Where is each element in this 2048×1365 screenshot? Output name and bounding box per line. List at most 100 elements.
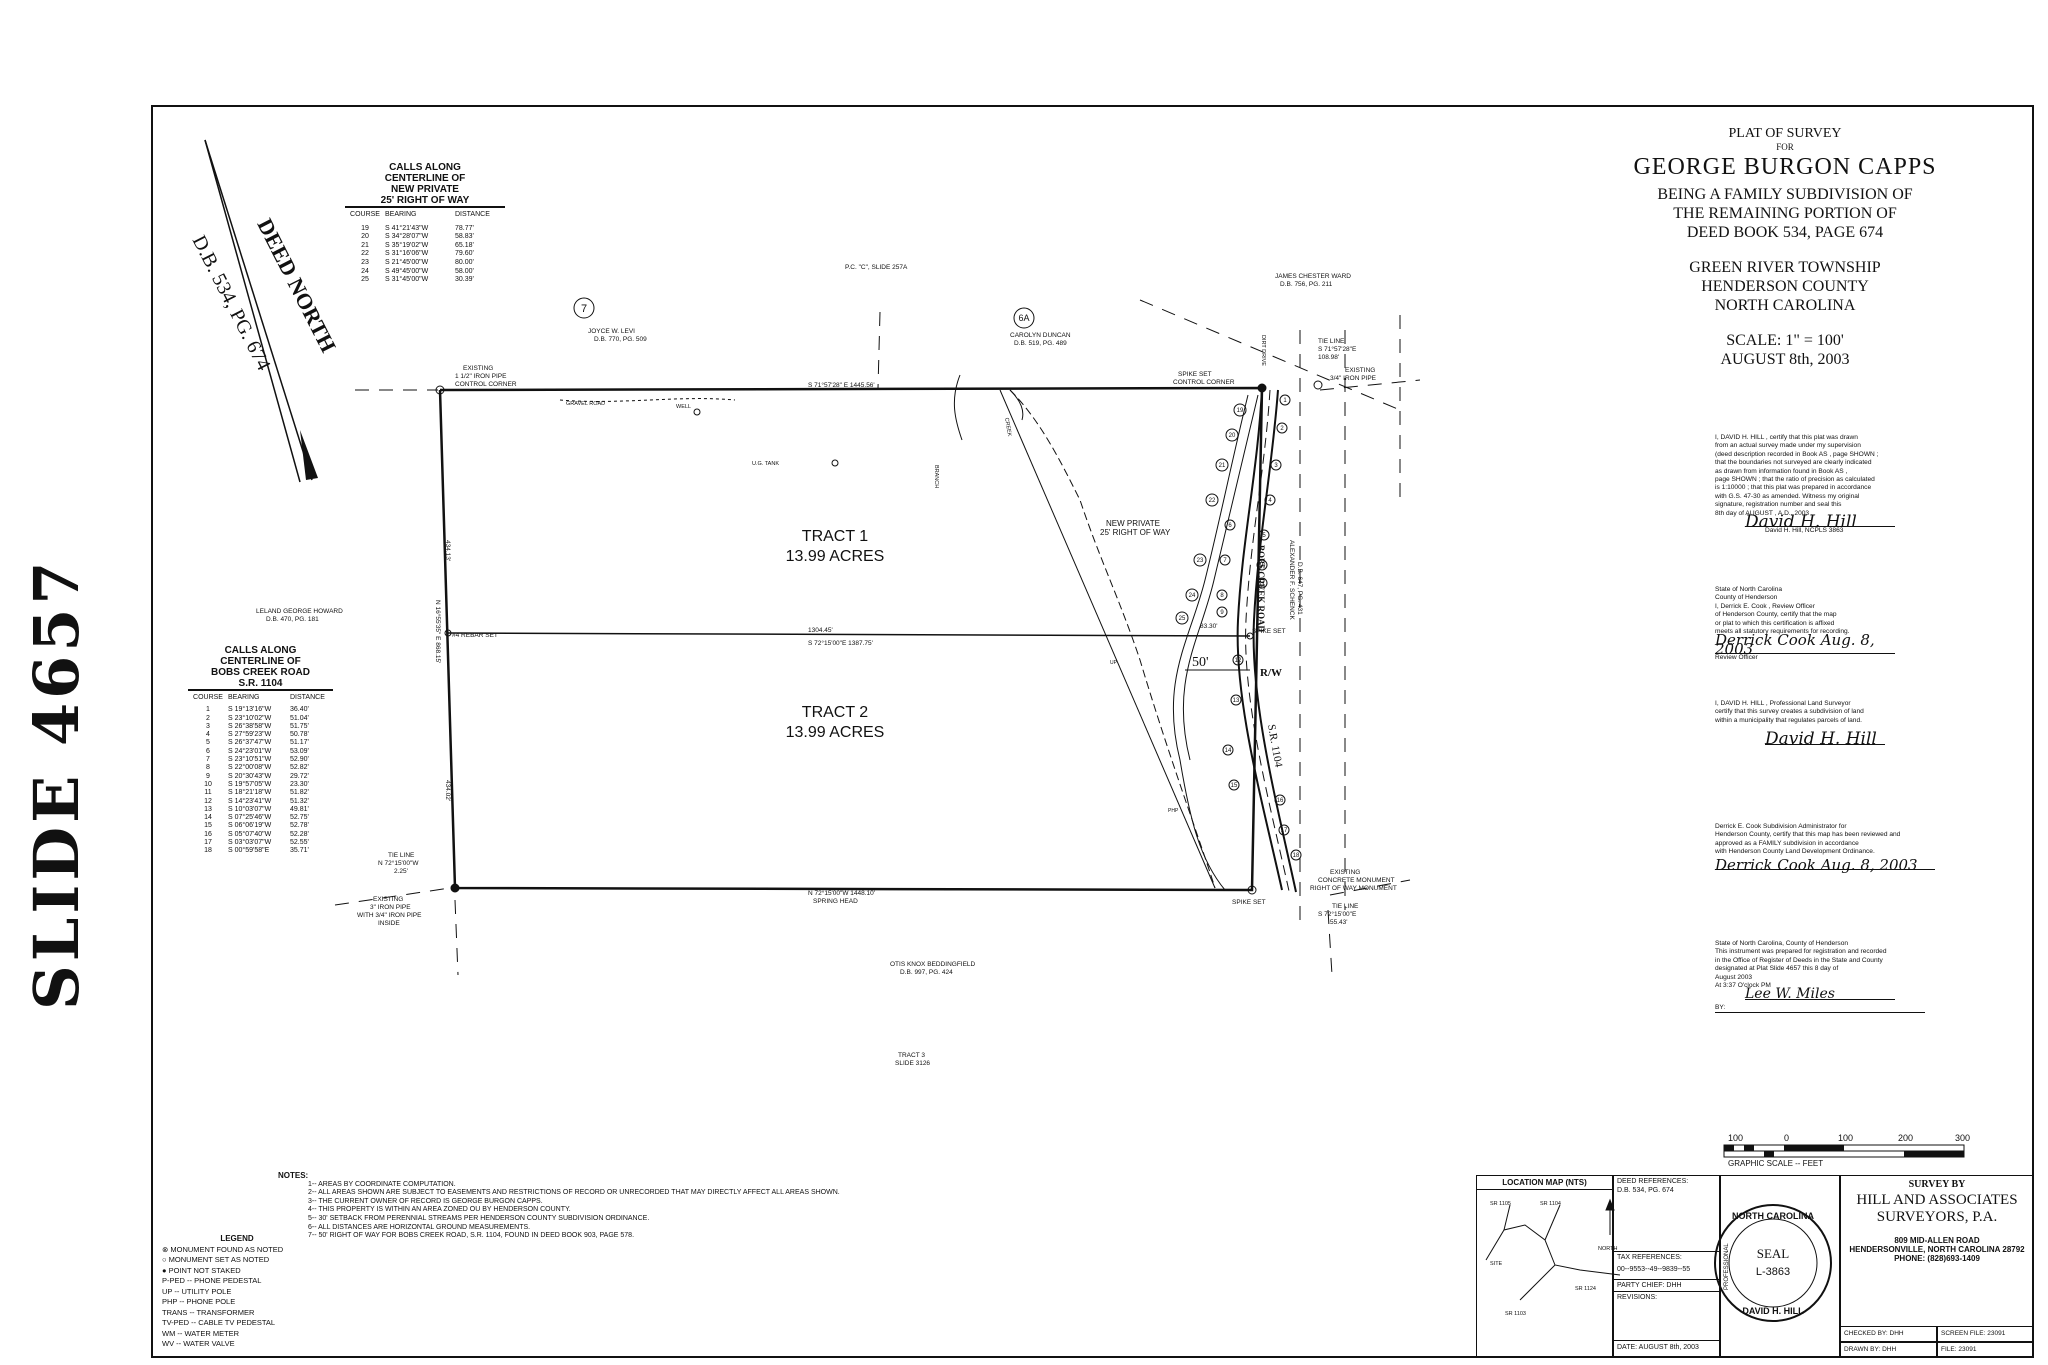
svg-text:3/4" IRON PIPE: 3/4" IRON PIPE [1330,375,1377,382]
lot-6a-marker [1013,307,1035,329]
svg-text:300: 300 [1955,1133,1970,1143]
svg-text:EXISTING: EXISTING [1345,367,1375,374]
svg-text:8: 8 [1220,593,1224,599]
rw-label: R/W [1260,667,1282,679]
cert1-caption: David H. Hill, NCPLS 3863 [1765,527,1844,535]
party-chief: PARTY CHIEF: DHH [1614,1279,1719,1291]
note-item: 5-- 30' SETBACK FROM PERENNIAL STREAMS P… [308,1214,650,1222]
cert4-line: Derrick E. Cook Subdivision Administrato… [1715,823,1847,830]
calls-bobs-title-3: BOBS CREEK ROAD [211,667,310,678]
note-item: 6-- ALL DISTANCES ARE HORIZONTAL GROUND … [308,1223,531,1231]
fifty-label: 50' [1192,655,1209,670]
alexander-line2: D.B. 647, PG. 431 [1296,562,1303,615]
tract-boundaries [438,386,1264,892]
svg-text:14: 14 [1225,748,1232,754]
svg-text:20: 20 [1229,433,1236,439]
svg-text:18: 18 [1293,853,1300,859]
surveyor-box: SURVEY BY HILL AND ASSOCIATES SURVEYORS,… [1840,1175,2034,1358]
phone: PHONE: (828)693-1409 [1894,1254,1980,1263]
svg-text:2.25': 2.25' [394,868,408,875]
cert2-line: or plat to which this certification is a… [1715,619,1835,627]
legend-item: ⊗ MONUMENT FOUND AS NOTED [162,1244,284,1254]
svg-text:TRACT 3: TRACT 3 [898,1052,925,1059]
svg-text:SPIKE SET: SPIKE SET [1232,899,1266,906]
calls-bobs-table: CALLS ALONG CENTERLINE OF BOBS CREEK ROA… [188,645,333,856]
svg-text:WELL: WELL [676,404,691,410]
calls-private-table: CALLS ALONG CENTERLINE OF NEW PRIVATE 25… [345,162,505,285]
svg-text:L-3863: L-3863 [1756,1266,1790,1278]
svg-text:SLIDE 3126: SLIDE 3126 [895,1060,930,1067]
svg-text:23: 23 [1197,558,1204,564]
svg-text:13: 13 [1233,698,1240,704]
svg-text:CONTROL CORNER: CONTROL CORNER [1173,379,1235,386]
map-annotations: P.C. "C", SLIDE 257A JOYCE W. LEVI D.B. … [256,264,1397,1067]
svg-text:TIE LINE: TIE LINE [388,852,415,859]
cert3-line: I, DAVID H. HILL , Professional Land Sur… [1715,700,1851,707]
svg-text:3" IRON PIPE: 3" IRON PIPE [370,904,411,911]
calls-bobs-title-1: CALLS ALONG [224,645,297,656]
plat-of-survey: PLAT OF SURVEY [1728,126,1842,141]
west-bottom-dist: 434.02' [444,780,451,801]
svg-text:D.B. 519, PG. 489: D.B. 519, PG. 489 [1014,340,1067,347]
svg-text:P.C. "C", SLIDE 257A: P.C. "C", SLIDE 257A [845,264,908,271]
subdivision-certificate: I, DAVID H. HILL , Professional Land Sur… [1715,700,1955,748]
notes: NOTES: 1-- AREAS BY COORDINATE COMPUTATI… [278,1171,878,1241]
svg-text:7: 7 [1223,558,1227,564]
calls-private-title-1: CALLS ALONG [389,162,461,173]
cert1-line: with G.S. 47-30 as amended. Witness my o… [1715,492,1860,500]
svg-text:U.G. TANK: U.G. TANK [752,461,779,467]
php-label: PHP [1168,808,1179,814]
alexander-line1: ALEXANDER F. SCHENCK [1288,540,1295,620]
calls-private-title-4: 25' RIGHT OF WAY [345,195,505,208]
legend-title: LEGEND [220,1234,254,1243]
svg-text:1 1/2" IRON PIPE: 1 1/2" IRON PIPE [455,373,507,380]
dashed-extensions [334,299,1421,976]
svg-text:TIE LINE: TIE LINE [1318,338,1345,345]
tract2-acres: 13.99 ACRES [786,724,885,741]
calls-bobs-title-2: CENTERLINE OF [220,656,301,667]
survey-by-label: SURVEY BY [1908,1179,1966,1190]
svg-text:EXISTING: EXISTING [1330,869,1360,876]
svg-text:55.43': 55.43' [1330,919,1348,926]
cert1-line: as drawn from information found in Book … [1715,467,1848,475]
svg-text:21: 21 [1219,463,1226,469]
svg-text:100: 100 [1838,1133,1853,1143]
cert1-line: that the boundaries not surveyed are cle… [1715,459,1872,467]
plat-date: AUGUST 8th, 2003 [1720,351,1850,368]
svg-text:DAVID H. HILL: DAVID H. HILL [1742,1306,1804,1316]
title-line3: DEED BOOK 534, PAGE 674 [1686,224,1884,241]
svg-text:24: 24 [1189,593,1196,599]
surveyor-certificate: I, DAVID H. HILL , certify that this pla… [1715,434,1955,536]
bobs-creek-label: BOBS CREEK ROAD [1256,545,1266,633]
calls-bobs-title-4: S.R. 1104 [188,678,333,691]
cert5-line: This instrument was prepared for registr… [1715,948,1887,956]
svg-text:108.98': 108.98' [1318,354,1339,361]
title-block: PLAT OF SURVEY FOR GEORGE BURGON CAPPS B… [1590,126,1980,369]
screen-file: SCREEN FILE: 23091 [1937,1326,2034,1342]
svg-text:LELAND GEORGE HOWARD: LELAND GEORGE HOWARD [256,608,343,615]
svg-text:D.B. 470, PG. 181: D.B. 470, PG. 181 [266,616,319,623]
legend-item: WM -- WATER METER [162,1328,240,1338]
svg-text:2: 2 [1280,426,1284,432]
svg-text:WITH 3/4" IRON PIPE: WITH 3/4" IRON PIPE [357,912,422,919]
cert3-signature: David H. Hill [1765,730,1885,748]
svg-text:TIE LINE: TIE LINE [1332,903,1359,910]
lot-7-label: 7 [581,303,587,315]
cert2-signature: Derrick Cook Aug. 8, 2003 [1715,633,1895,656]
lot-7-marker [573,297,595,319]
